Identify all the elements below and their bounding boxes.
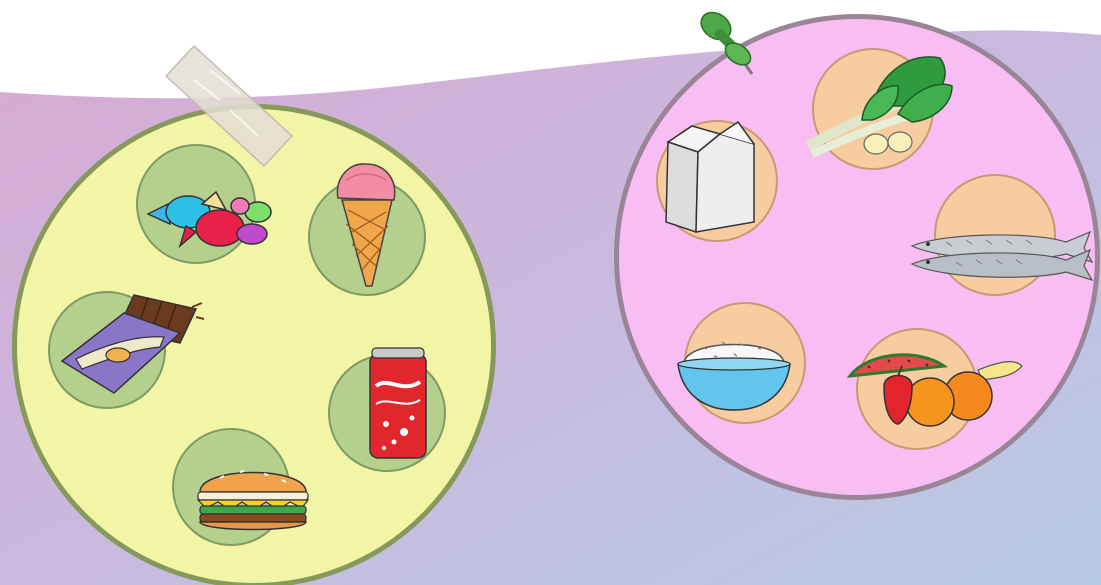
milk-item[interactable]: [656, 120, 778, 242]
fruits-item[interactable]: [856, 328, 978, 450]
chocolate-bar-icon: [56, 289, 206, 399]
soda-can-icon: [364, 346, 434, 466]
chocolate-item[interactable]: [48, 291, 166, 409]
rice-item[interactable]: [684, 302, 806, 424]
pushpin-icon: [694, 8, 764, 78]
greens-item[interactable]: [812, 48, 934, 170]
tape-icon: [160, 40, 300, 170]
ice-cream-icon: [332, 158, 402, 288]
fish-icon: [906, 228, 1096, 288]
fish-item[interactable]: [934, 174, 1056, 296]
fruits-icon: [848, 336, 1028, 436]
hamburger-item[interactable]: [172, 428, 290, 546]
soda-item[interactable]: [328, 354, 446, 472]
hamburger-icon: [194, 456, 314, 536]
ice-cream-item[interactable]: [308, 178, 426, 296]
candies-icon: [140, 182, 280, 262]
rice-bowl-icon: [674, 318, 794, 418]
leafy-greens-icon: [802, 50, 962, 170]
milk-carton-icon: [658, 116, 758, 236]
